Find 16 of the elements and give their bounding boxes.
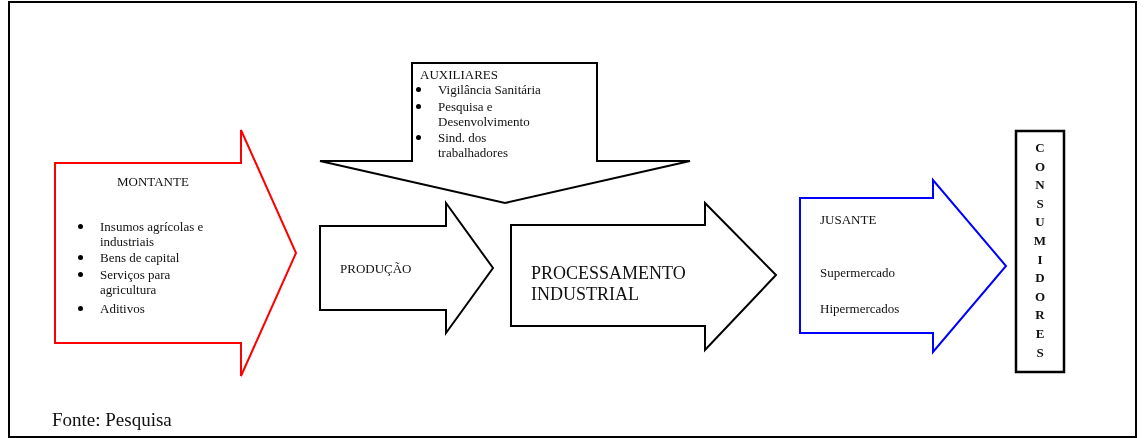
list-item-text: Supermercado: [820, 265, 897, 280]
source-note: Fonte: Pesquisa: [52, 409, 172, 431]
list-item-text: Bens de capital: [100, 250, 181, 265]
heading: JUSANTE: [820, 212, 878, 227]
list-item-text: Pesquisa e Desenvolvimento: [438, 99, 531, 129]
list-item-text: Sind. dos trabalhadores: [438, 130, 510, 160]
list-item-text: Hipermercados: [820, 301, 901, 316]
list-item-text: Insumos agrícolas e industriais: [100, 219, 205, 249]
heading: MONTANTE: [117, 174, 190, 189]
stage-label: PROCESSAMENTO INDUSTRIAL: [531, 263, 687, 305]
list-item-text: Serviços para agricultura: [100, 267, 172, 297]
vertical-label: CONSUMIDORES: [1033, 139, 1047, 362]
list-item-text: Aditivos: [100, 301, 146, 316]
stage-label: PRODUÇÃO: [340, 261, 413, 276]
list-item-text: Vigilância Sanitária: [438, 82, 542, 97]
heading: AUXILIARES: [420, 67, 499, 82]
